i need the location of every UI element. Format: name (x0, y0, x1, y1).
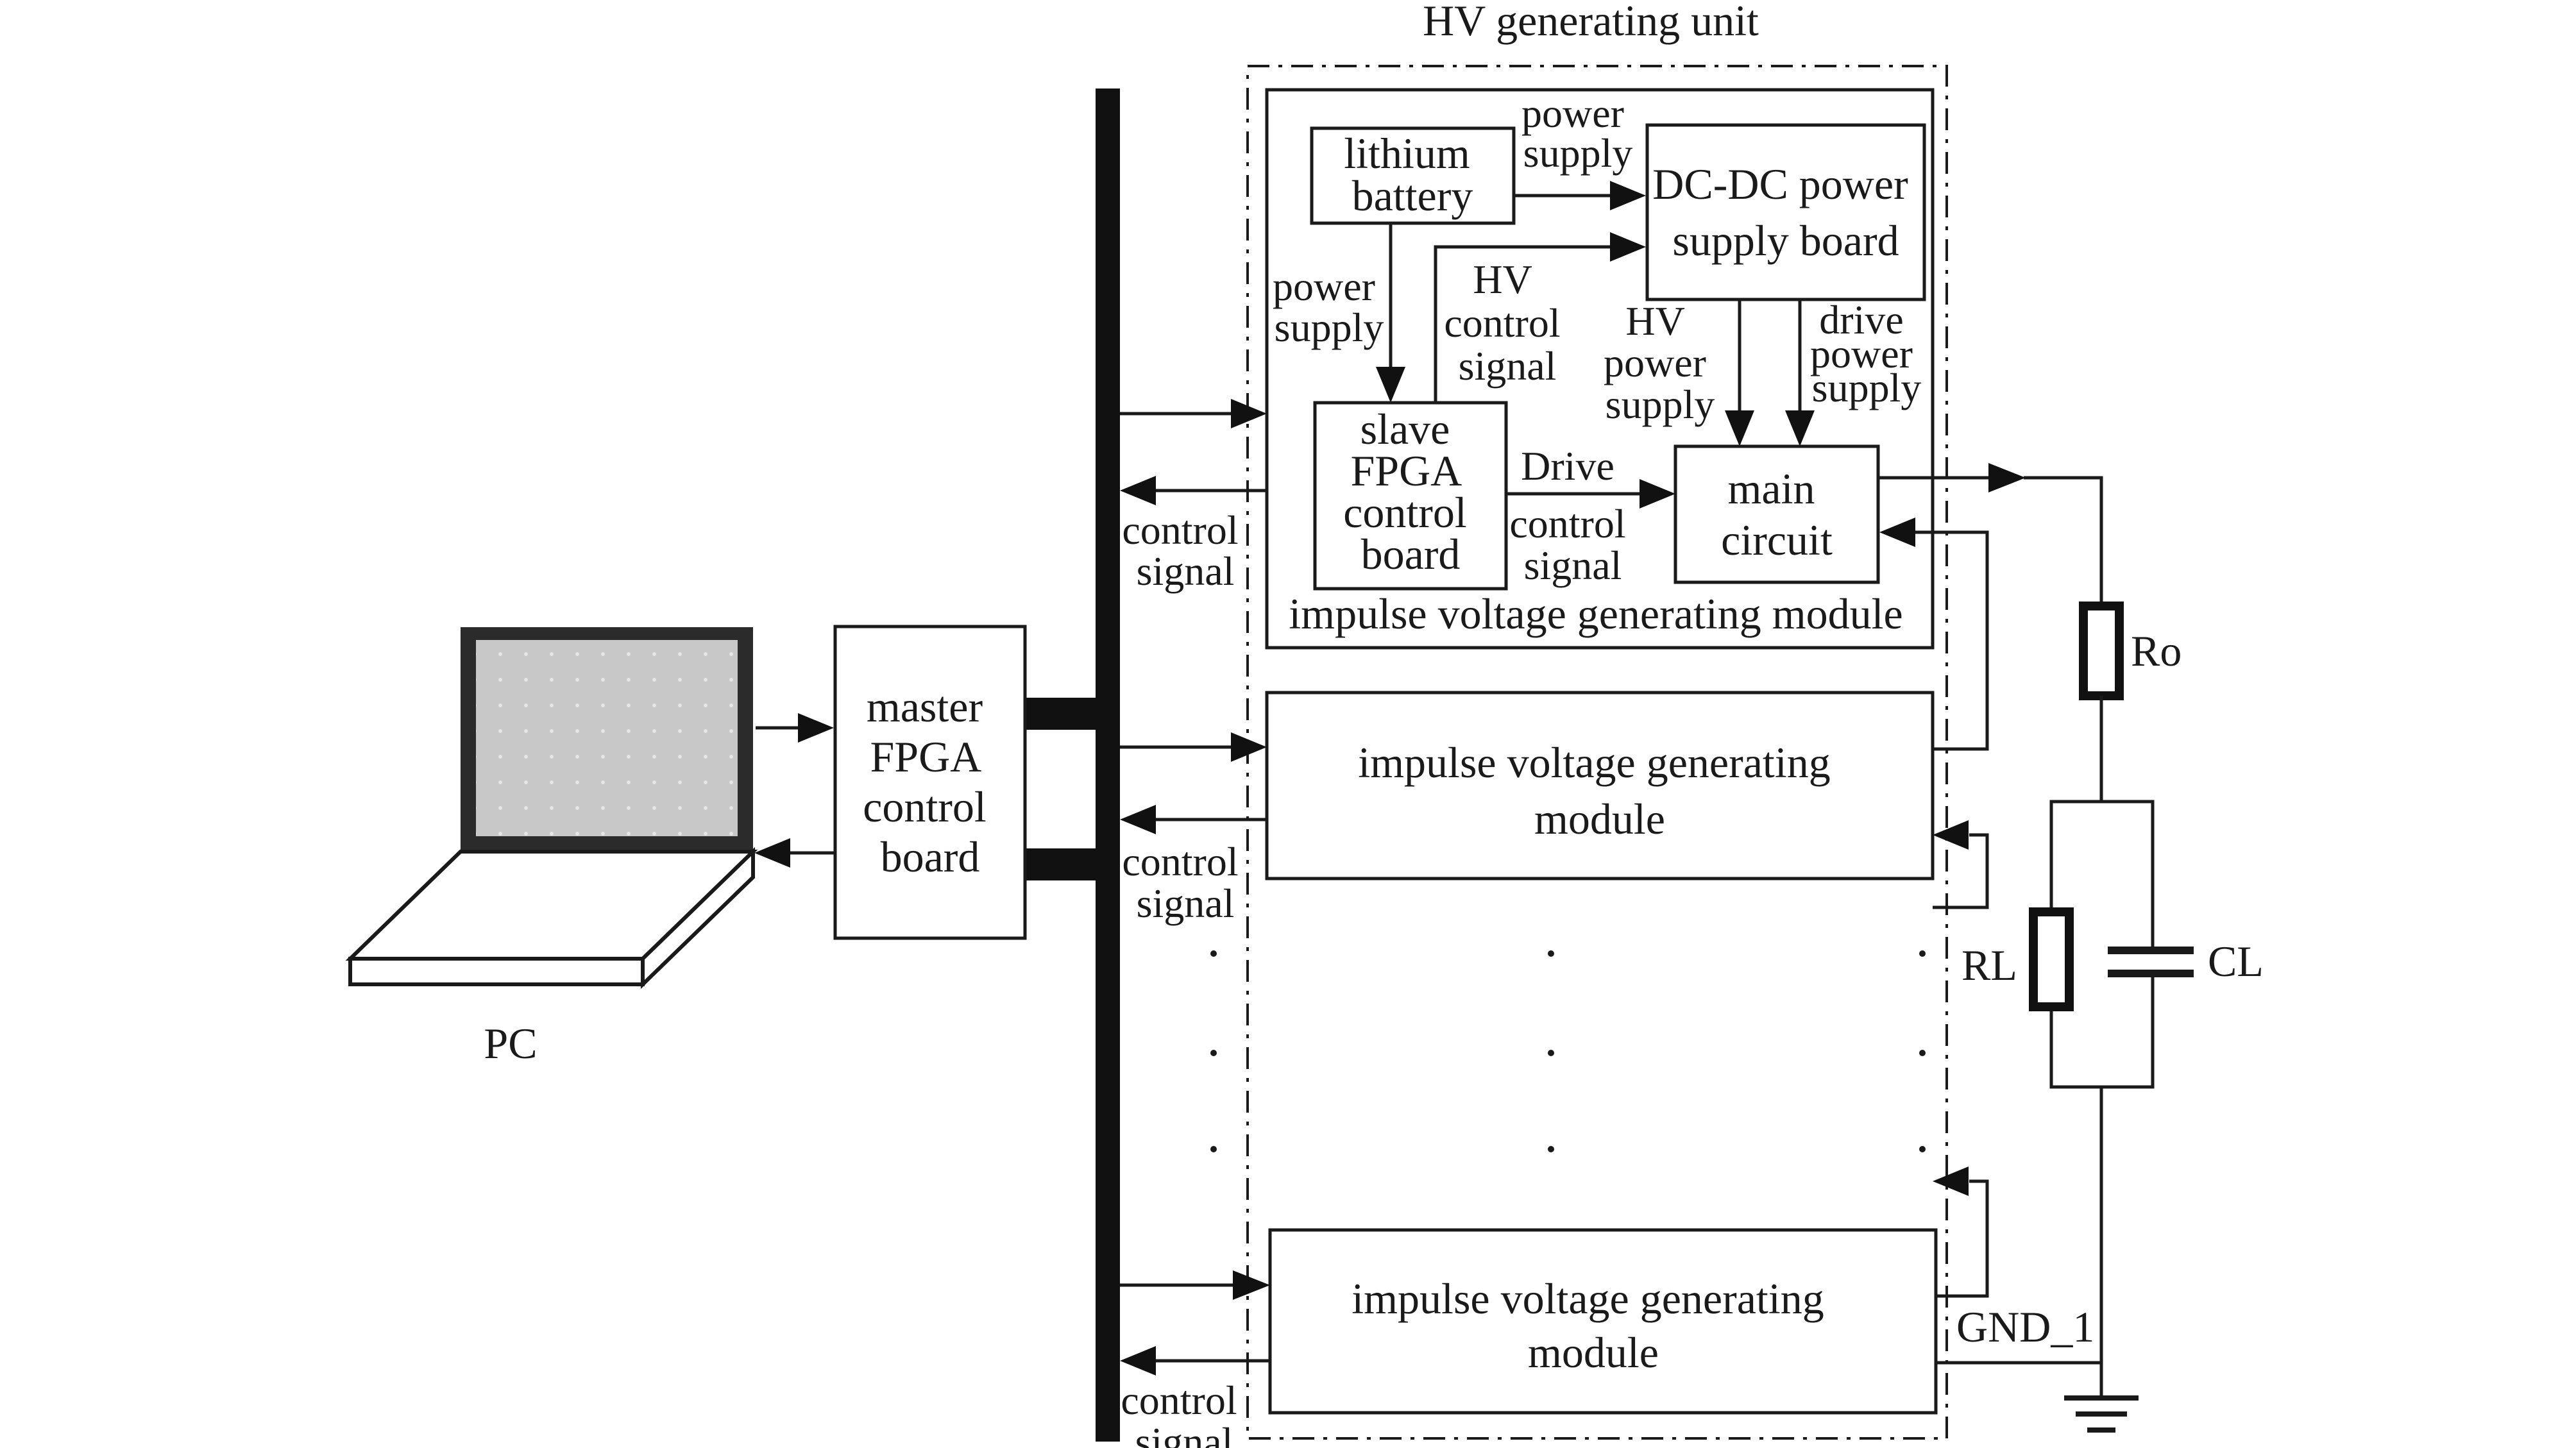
arrow-module-3-to-bus (1120, 1346, 1156, 1376)
arrow-bus-to-module-2 (1231, 732, 1267, 762)
bus-connector-lower (1023, 848, 1099, 880)
rl-label: RL (1962, 941, 2017, 989)
arrow-module-1-to-bus (1120, 476, 1156, 505)
hv-unit-title: HV generating unit (1423, 0, 1759, 45)
arrow-battery-to-slave (1376, 367, 1405, 403)
lithium-battery-label: lithium battery (1344, 129, 1480, 220)
communication-bus (1096, 88, 1120, 1442)
gnd-label: GND_1 (1956, 1302, 2094, 1351)
master-fpga-label: master FPGA control board (863, 682, 997, 881)
resistor-ro (2079, 602, 2124, 700)
main-circuit-box (1674, 444, 1880, 584)
arrow-drive-control-to-main (1640, 479, 1675, 509)
impulse-module-3 (1268, 1228, 1938, 1415)
ellipsis-dots (1210, 950, 1926, 1152)
arrow-main-circuit-output (1988, 463, 2026, 492)
pc-laptop-icon (345, 627, 758, 989)
power-supply-label-top: power supply (1521, 90, 1634, 176)
arrow-hv-power-to-main (1725, 410, 1754, 446)
arrow-drive-power-to-main (1785, 410, 1815, 446)
arrow-chain-into-module-2 (1933, 820, 1969, 850)
lithium-battery-box (1310, 126, 1516, 225)
dcdc-board-label: DC-DC power supply board (1652, 160, 1919, 265)
module-3-label: impulse voltage generating module (1352, 1274, 1835, 1377)
pc-label: PC (484, 1019, 537, 1068)
arrow-bus-to-module-3 (1233, 1270, 1270, 1300)
module-1-label: impulse voltage generating module (1289, 589, 1902, 638)
arrow-pc-to-master (798, 713, 834, 743)
ground-symbol-icon (2064, 1395, 2139, 1433)
arrow-battery-to-dcdc (1610, 181, 1646, 210)
arrow-bus-to-module-1 (1231, 399, 1267, 428)
hv-control-signal-label: HV control signal (1444, 257, 1570, 389)
control-signal-label-2: control signal (1122, 839, 1248, 926)
dcdc-power-board (1645, 123, 1926, 301)
master-fpga-board (833, 625, 1027, 940)
arrow-module-2-to-bus (1120, 805, 1156, 834)
bus-connector-upper (1023, 698, 1099, 730)
cl-label: CL (2208, 937, 2264, 986)
arrow-hv-control-to-dcdc (1610, 232, 1646, 262)
ro-label: Ro (2131, 627, 2182, 675)
control-signal-label-3: control signal (1121, 1377, 1247, 1448)
resistor-rl (2029, 907, 2074, 1011)
module-2-label: impulse voltage generating module (1358, 738, 1841, 843)
slave-fpga-board (1313, 401, 1508, 591)
arrow-master-to-pc (754, 838, 790, 868)
arrow-module-2-to-main-circuit (1879, 518, 1915, 547)
control-signal-label-1: control signal (1122, 507, 1248, 594)
hv-power-supply-label: HV power supply (1604, 298, 1716, 427)
drive-control-signal-label: Drive control signal (1509, 443, 1636, 588)
main-circuit-label: main circuit (1721, 464, 1833, 564)
drive-power-supply-label: drive power supply (1810, 297, 1923, 410)
slave-fpga-label: slave FPGA control board (1343, 405, 1478, 578)
power-supply-label-left: power supply (1273, 264, 1385, 350)
impulse-module-2 (1265, 691, 1935, 880)
arrow-module-3-chain-up (1933, 1166, 1969, 1196)
